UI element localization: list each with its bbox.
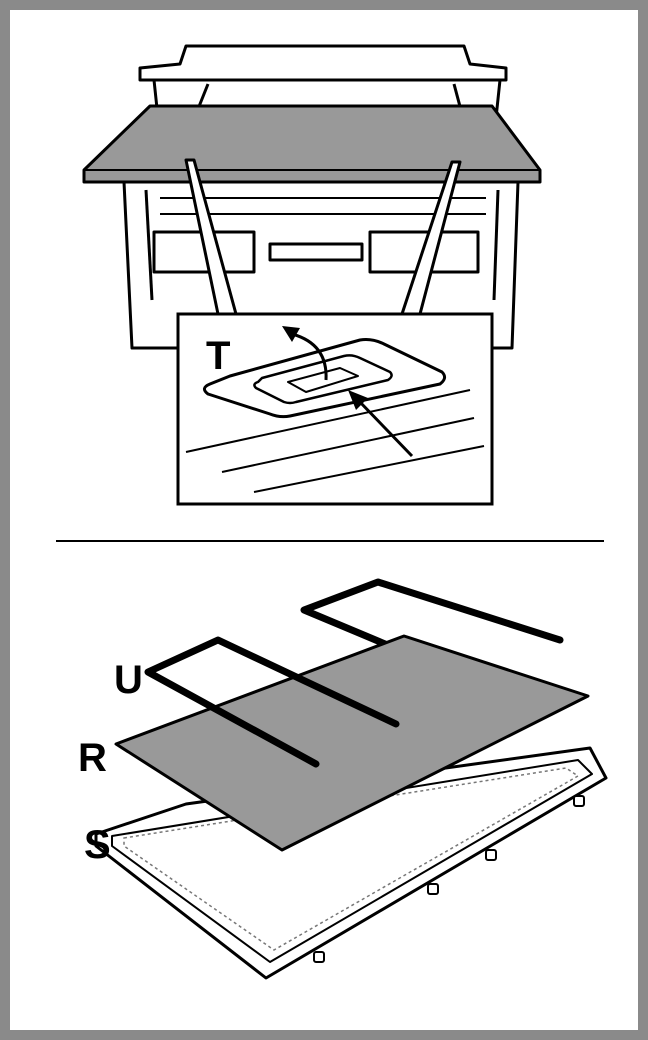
tray-feet	[313, 795, 585, 963]
surface-lines	[185, 389, 485, 493]
lift-arrow-head-icon	[282, 326, 300, 342]
detail-inset	[176, 312, 494, 506]
label-r: R	[78, 736, 107, 780]
display-window	[268, 242, 364, 262]
label-u: U	[114, 658, 143, 702]
instruction-illustration	[56, 44, 608, 980]
panel-r	[114, 634, 590, 852]
appliance-top-cap	[138, 44, 508, 82]
label-t: T	[206, 334, 231, 378]
push-arrow-head-icon	[348, 390, 368, 410]
appliance-front	[122, 44, 520, 350]
wire-u-front	[144, 636, 400, 768]
recess-inner	[287, 367, 359, 393]
lift-arrow	[291, 332, 328, 381]
label-s: S	[84, 823, 111, 867]
